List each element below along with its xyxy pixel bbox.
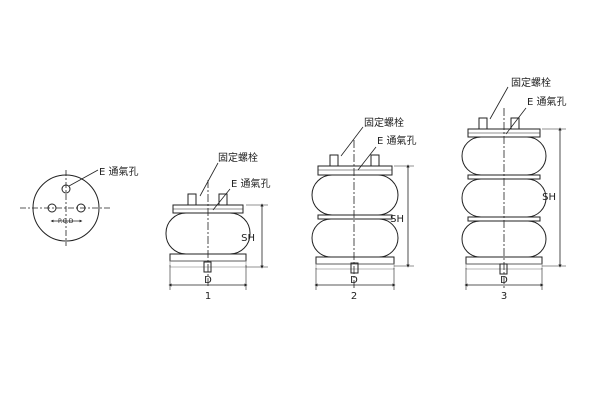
bolt-icon (329, 154, 339, 167)
bellows-convolution (311, 174, 399, 216)
stud-icon (499, 263, 508, 275)
sh-label: SH (542, 192, 556, 203)
pcd-label: P.C.D (58, 218, 74, 225)
bolt-label: 固定螺栓 (364, 116, 404, 129)
vent-label: E 通氣孔 (377, 134, 417, 147)
sh-label: SH (241, 233, 255, 244)
bolt-icon (370, 154, 380, 167)
bolt-icon (478, 117, 488, 130)
stud-icon (350, 262, 359, 274)
bolt-label: 固定螺栓 (218, 151, 258, 164)
top-plate (317, 165, 393, 176)
variant-number: 3 (501, 291, 507, 302)
variant-1-drawing (165, 162, 268, 290)
variant-2-drawing (311, 126, 414, 290)
stud-icon (203, 261, 212, 273)
bolt-icon (218, 193, 228, 206)
top-view (20, 169, 112, 246)
vent-hole-icon (61, 184, 71, 194)
d-label: D (350, 275, 358, 286)
bottom-plate-hatch (315, 263, 395, 270)
d-label: D (500, 275, 508, 286)
sh-label: SH (390, 214, 404, 225)
bolt-icon (187, 193, 197, 206)
bolt-icon (510, 117, 520, 130)
vent-label: E 通氣孔 (231, 177, 271, 190)
vent-label: E 通氣孔 (527, 95, 567, 108)
bolt-label: 固定螺栓 (511, 76, 551, 89)
middle-ring (317, 214, 393, 220)
bellows-convolution (311, 218, 399, 258)
variant-number: 2 (351, 291, 357, 302)
d-label: D (204, 275, 212, 286)
variant-number: 1 (205, 291, 211, 302)
variant-3-drawing (461, 86, 566, 290)
bolt-hole-left-icon (47, 203, 57, 213)
vent-label: E 通氣孔 (99, 165, 139, 178)
bolt-hole-right-icon (76, 203, 86, 213)
